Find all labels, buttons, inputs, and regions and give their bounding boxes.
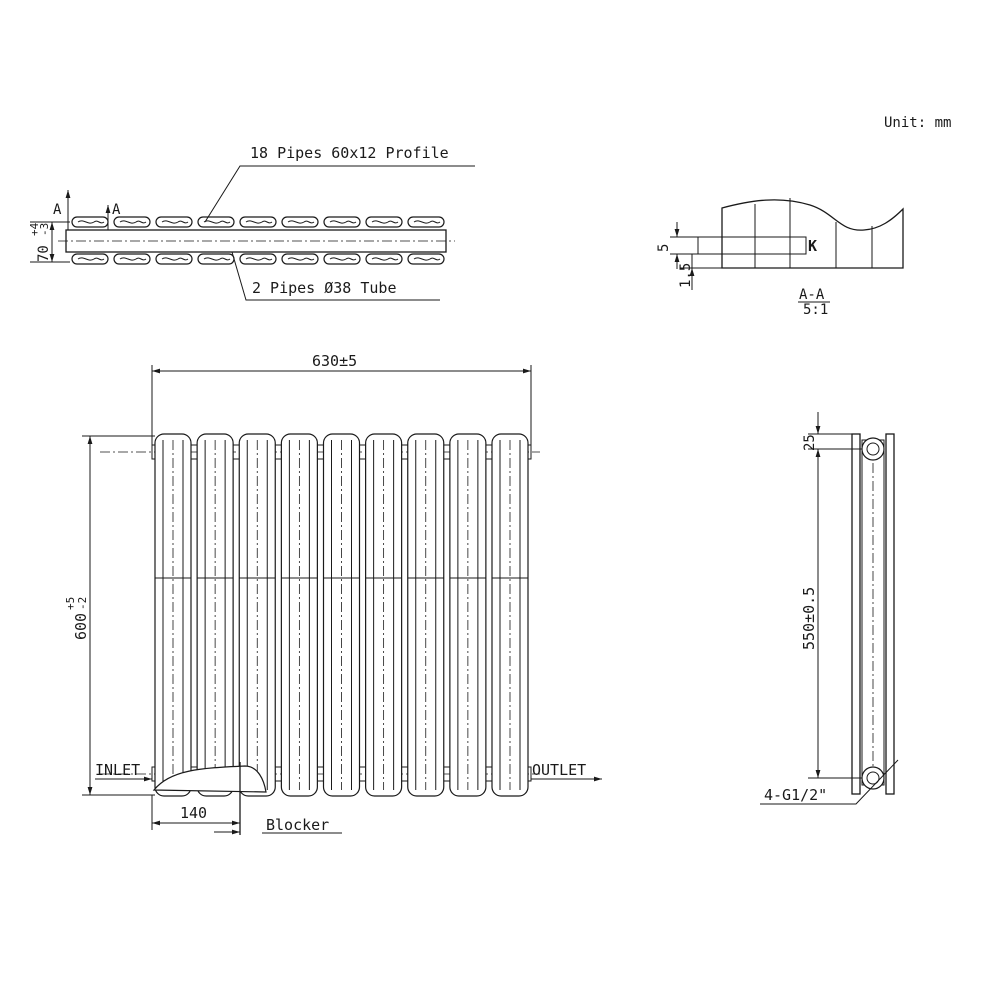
profile-pipe — [407, 216, 445, 228]
connection-top — [861, 437, 885, 461]
dim-70-tol-minus: -3 — [38, 223, 51, 236]
side-panel-front — [851, 433, 861, 795]
profile-pipe — [155, 216, 193, 228]
profile-pipe — [281, 216, 319, 228]
profile-pipe — [365, 253, 403, 265]
profile-pipe — [239, 216, 277, 228]
callout-leader-tube — [231, 251, 440, 301]
dim-70-value: 70 — [36, 245, 52, 262]
callout-leader-profile — [204, 165, 475, 223]
dim-height-tol-plus: +5 — [64, 597, 77, 610]
profile-pipe — [281, 253, 319, 265]
top-view: A A 70 +4 -3 18 Pipes 60x12 Profile 2 Pi… — [28, 144, 475, 301]
profile-pipe — [113, 216, 151, 228]
section-profile-outline — [721, 199, 904, 269]
profile-pipe — [197, 216, 235, 228]
profile-pipe — [197, 253, 235, 265]
section-dim-1-5: 1.5 — [678, 263, 694, 288]
section-dim-5: 5 — [656, 244, 672, 252]
radiator-column — [238, 433, 276, 797]
inlet-label: INLET — [95, 761, 140, 779]
profile-pipe — [155, 253, 193, 265]
radiator-column — [322, 433, 361, 797]
profile-pipes-bottom — [71, 253, 445, 265]
section-mark-right: A — [112, 202, 121, 218]
dim-70-tol-plus: +4 — [28, 222, 41, 236]
radiator-columns — [154, 433, 529, 797]
profile-pipe — [323, 216, 361, 228]
radiator-column — [449, 433, 487, 797]
blocker-label: Blocker — [266, 816, 329, 834]
dim-width-label: 630±5 — [312, 352, 357, 370]
callout-profile: 18 Pipes 60x12 Profile — [250, 144, 449, 162]
radiator-column — [280, 433, 318, 797]
dim-blocker-label: 140 — [180, 804, 207, 822]
blocker-shape — [152, 765, 267, 793]
dim-height-value: 600 — [72, 613, 90, 640]
section-label: A-A — [799, 287, 825, 303]
profile-pipe — [71, 216, 109, 228]
connections-label: 4-G1/2" — [764, 786, 827, 804]
radiator-column — [154, 433, 192, 797]
profile-pipe — [239, 253, 277, 265]
profile-pipe — [407, 253, 445, 265]
callout-tube: 2 Pipes Ø38 Tube — [252, 279, 397, 297]
profile-pipe — [365, 216, 403, 228]
unit-label: Unit: mm — [884, 115, 951, 131]
outlet-label: OUTLET — [532, 761, 586, 779]
dim-height-tol-minus: -2 — [76, 597, 89, 610]
side-panel-back — [885, 433, 895, 795]
dim-top-label: 25 — [802, 434, 818, 451]
radiator-column — [196, 433, 234, 797]
profile-pipe — [323, 253, 361, 265]
radiator-column — [491, 433, 529, 797]
profile-pipes-top — [71, 216, 445, 228]
profile-pipe — [71, 253, 109, 265]
section-scale: 5:1 — [803, 302, 828, 318]
radiator-column — [365, 433, 403, 797]
connections-leader — [760, 759, 899, 805]
side-view: 25 550±0.5 4-G1/2" — [760, 412, 899, 805]
section-a-a-view: K 5 1.5 A-A 5:1 — [656, 198, 904, 318]
profile-pipe — [113, 253, 151, 265]
section-wall-band — [697, 236, 807, 255]
front-view: 630±5 600 +5 -2 INLET OUTLET 140 Blocker — [64, 352, 602, 835]
section-mark-k: K — [808, 237, 817, 255]
section-mark-left: A — [53, 202, 62, 218]
dim-centres-label: 550±0.5 — [800, 587, 818, 650]
radiator-column — [407, 433, 445, 797]
